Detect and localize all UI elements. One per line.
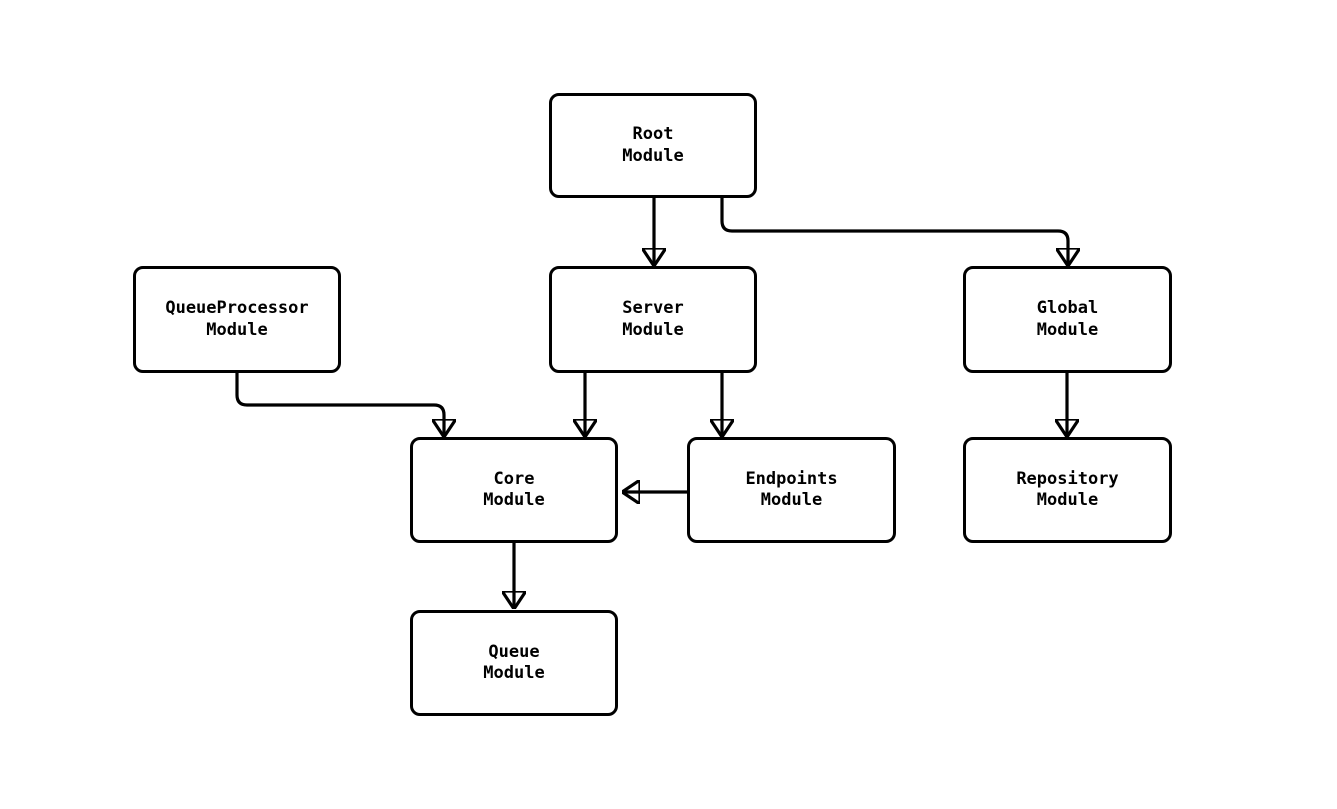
node-global-module-label: Global Module: [1036, 298, 1099, 340]
node-core-module-label: Core Module: [483, 468, 545, 511]
node-server-module: Server Module: [549, 266, 757, 373]
node-queue-module: Queue Module: [410, 610, 618, 716]
node-queueprocessor-module-label: QueueProcessor Module: [165, 298, 309, 340]
edge-root-to-global-arrow: [720, 198, 1068, 263]
node-repository-module: Repository Module: [963, 437, 1172, 543]
node-root-module: Root Module: [549, 93, 757, 198]
node-core-module: Core Module: [410, 437, 618, 543]
node-endpoints-module: Endpoints Module: [687, 437, 896, 543]
node-root-module-label: Root Module: [622, 124, 684, 166]
node-global-module: Global Module: [963, 266, 1172, 373]
edge-queueprocessor-to-core-arrow: [235, 373, 444, 434]
node-queue-module-label: Queue Module: [483, 641, 545, 684]
node-queueprocessor-module: QueueProcessor Module: [133, 266, 341, 373]
node-server-module-label: Server Module: [622, 298, 684, 340]
node-endpoints-module-label: Endpoints Module: [745, 468, 838, 511]
node-repository-module-label: Repository Module: [1016, 468, 1119, 511]
